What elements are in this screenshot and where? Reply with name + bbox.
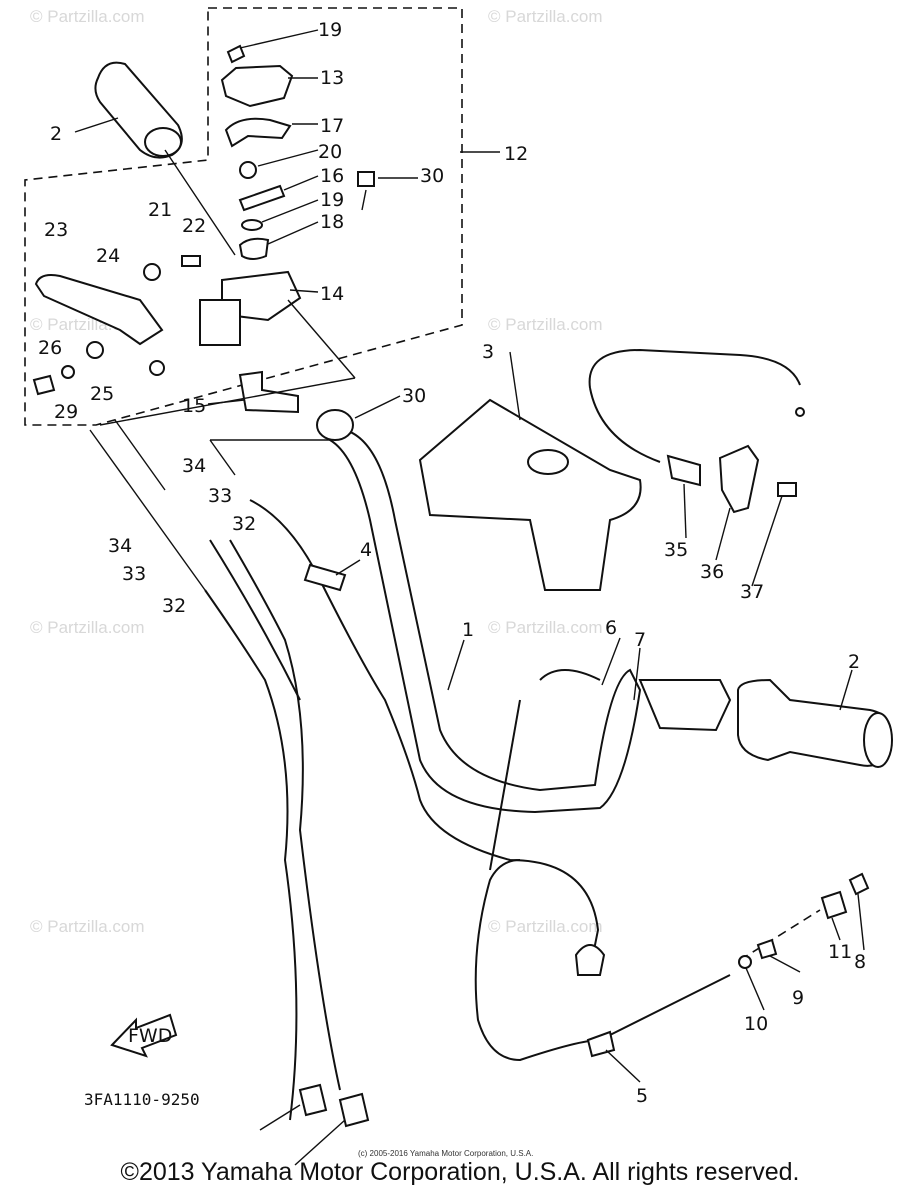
leader-lines (74, 29, 865, 1083)
callout-2: 2 (848, 651, 860, 673)
watermark: © Partzilla.com (30, 7, 145, 26)
callout-17: 17 (320, 115, 344, 137)
copyright-notice: ©2013 Yamaha Motor Corporation, U.S.A. A… (120, 1158, 800, 1186)
callout-7: 7 (634, 629, 646, 651)
callout-34: 34 (108, 535, 132, 557)
callout-3: 3 (482, 341, 494, 363)
cables-right (474, 669, 731, 1062)
callout-14: 14 (320, 283, 344, 305)
cables-left (204, 499, 606, 1121)
right-grip (638, 678, 893, 768)
watermark: © Partzilla.com (488, 7, 603, 26)
callout-21: 19 (318, 19, 342, 41)
callout-33: 33 (122, 563, 146, 585)
handlebar-cover (418, 398, 642, 591)
callout-23: 22 (182, 215, 206, 237)
watermarks: © Partzilla.com © Partzilla.com © Partzi… (30, 7, 603, 936)
callout-29: 29 (54, 401, 78, 423)
callout-37: 37 (740, 581, 764, 603)
watermark: © Partzilla.com (30, 618, 145, 637)
callout-19: 19 (320, 189, 344, 211)
left-grip (94, 61, 236, 256)
callout-26: 25 (90, 383, 114, 405)
callout-25: 24 (96, 245, 120, 267)
callout-13: 13 (320, 67, 344, 89)
fwd-label: FWD (128, 1025, 172, 1047)
callout-15: 15 (182, 395, 206, 417)
adjuster-parts (738, 872, 870, 969)
callout-32: 32 (232, 513, 256, 535)
watermark: © Partzilla.com (488, 618, 603, 637)
switch-parts (220, 44, 375, 260)
assembly-boundary (24, 7, 463, 426)
callout-20: 20 (318, 141, 342, 163)
watermark: © Partzilla.com (30, 917, 145, 936)
callout-9: 9 (792, 987, 804, 1009)
cable-ends (259, 1083, 370, 1166)
callout-12: 12 (504, 143, 528, 165)
watermark: © Partzilla.com (488, 315, 603, 334)
callout-34: 34 (182, 455, 206, 477)
callout-31: 30 (402, 385, 426, 407)
callout-18: 18 (320, 211, 344, 233)
diagram-code: 3FA1110-9250 (84, 1090, 200, 1109)
small-notice: (c) 2005-2016 Yamaha Motor Corporation, … (358, 1149, 533, 1158)
callout-5: 5 (636, 1085, 648, 1107)
callout-2: 2 (50, 123, 62, 145)
callout-4: 4 (360, 539, 372, 561)
callouts: 2 19 13 17 20 16 19 18 30 12 21 22 23 24… (38, 19, 866, 1107)
guide-lines (89, 419, 350, 591)
callout-22: 21 (148, 199, 172, 221)
callout-16: 16 (320, 165, 344, 187)
callout-11: 11 (828, 941, 852, 963)
callout-33: 33 (208, 485, 232, 507)
watermark: © Partzilla.com (488, 917, 603, 936)
callout-1: 1 (462, 619, 474, 641)
callout-6: 6 (605, 617, 617, 639)
callout-10: 10 (744, 1013, 768, 1035)
callout-8: 8 (854, 951, 866, 973)
callout-32: 32 (162, 595, 186, 617)
callout-30: 30 (420, 165, 444, 187)
callout-36: 36 (700, 561, 724, 583)
throttle-parts (588, 348, 805, 514)
callout-24: 23 (44, 219, 68, 241)
callout-28: 26 (38, 337, 62, 359)
handlebar (316, 409, 642, 814)
fwd-arrow: FWD (110, 1013, 178, 1058)
brake-lever-assembly (32, 255, 356, 426)
callout-35: 35 (664, 539, 688, 561)
